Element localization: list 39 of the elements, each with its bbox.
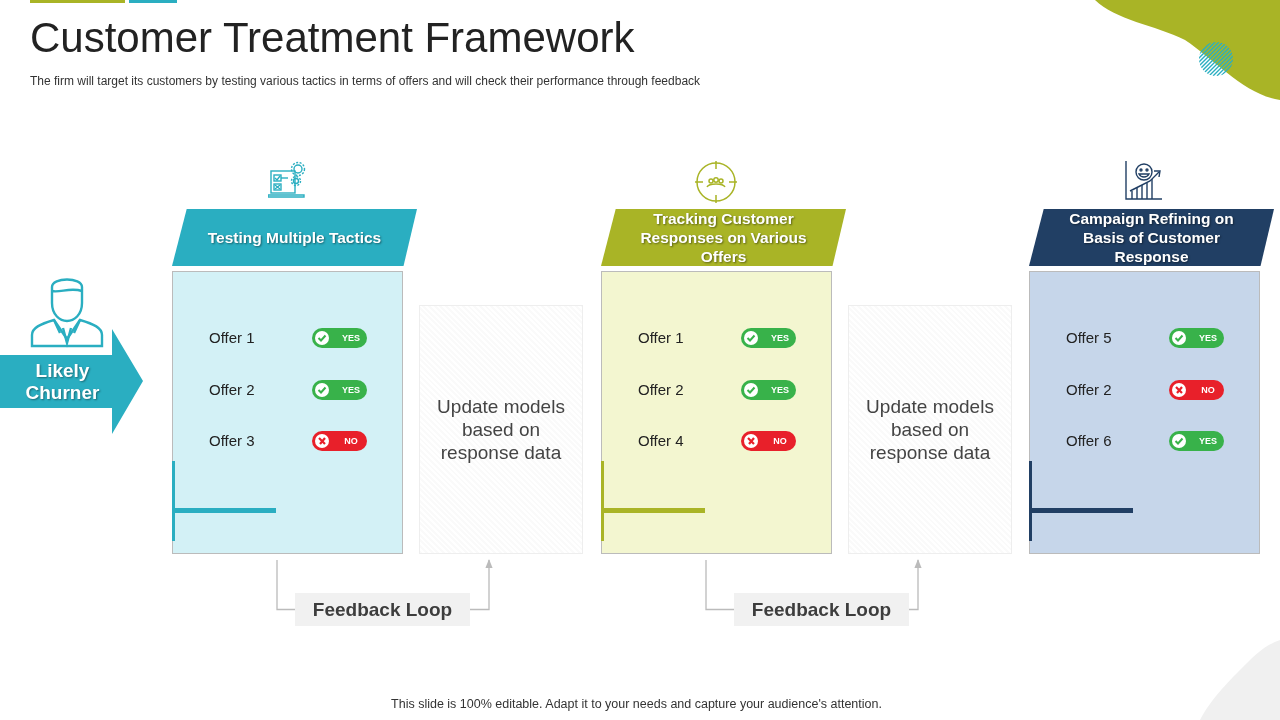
- offer-name: Offer 1: [638, 329, 685, 347]
- feedback-label-box: Feedback Loop: [734, 593, 909, 626]
- offer-name: Offer 5: [1066, 329, 1113, 347]
- status-text: NO: [343, 436, 359, 446]
- status-text: YES: [341, 333, 361, 343]
- subtitle-text: The firm will target its customers by testing various tactics in terms of offers and will check their performance through feedback: [30, 74, 701, 88]
- slide-title: Customer Treatment Framework: [30, 14, 635, 62]
- offer-name: Offer 2: [638, 380, 685, 399]
- status-pill: [312, 431, 367, 451]
- offer-name: Offer 4: [638, 432, 685, 450]
- stage-header: Tracking Customer Responses on Various Offers: [601, 209, 846, 266]
- status-pill: [1169, 431, 1224, 451]
- update-text-box: Update models based on response data: [419, 305, 583, 554]
- offer-name: Offer 3: [209, 432, 256, 450]
- arrow-label: Likely Churner: [24, 358, 101, 405]
- status-text: YES: [1198, 333, 1218, 343]
- status-text: NO: [772, 436, 788, 446]
- connector-arrow: [469, 559, 493, 611]
- status-pill: [1169, 328, 1224, 348]
- status-text: YES: [1198, 436, 1218, 446]
- offer-name: Offer 2: [209, 380, 256, 399]
- connector-line: [276, 559, 296, 611]
- status-pill: [741, 328, 796, 348]
- status-text: NO: [1200, 384, 1216, 395]
- offer-name: Offer 6: [1066, 432, 1113, 450]
- feedback-label-box: Feedback Loop: [295, 593, 470, 626]
- update-text-box: Update models based on response data: [848, 305, 1012, 554]
- status-text: YES: [341, 384, 361, 395]
- status-pill: [312, 328, 367, 348]
- offer-name: Offer 1: [209, 329, 256, 347]
- status-text: YES: [770, 333, 790, 343]
- connector-line: [705, 559, 735, 611]
- stage-header: Testing Multiple Tactics: [172, 209, 417, 266]
- connector-arrow: [908, 559, 922, 611]
- status-pill: [741, 431, 796, 451]
- offer-name: Offer 2: [1066, 380, 1113, 399]
- stage-header: Campaign Refining on Basis of Customer Response: [1029, 209, 1274, 266]
- status-text: YES: [770, 384, 790, 395]
- footer-note: This slide is 100% editable. Adapt it to your needs and capture your audience's attention.: [390, 697, 883, 711]
